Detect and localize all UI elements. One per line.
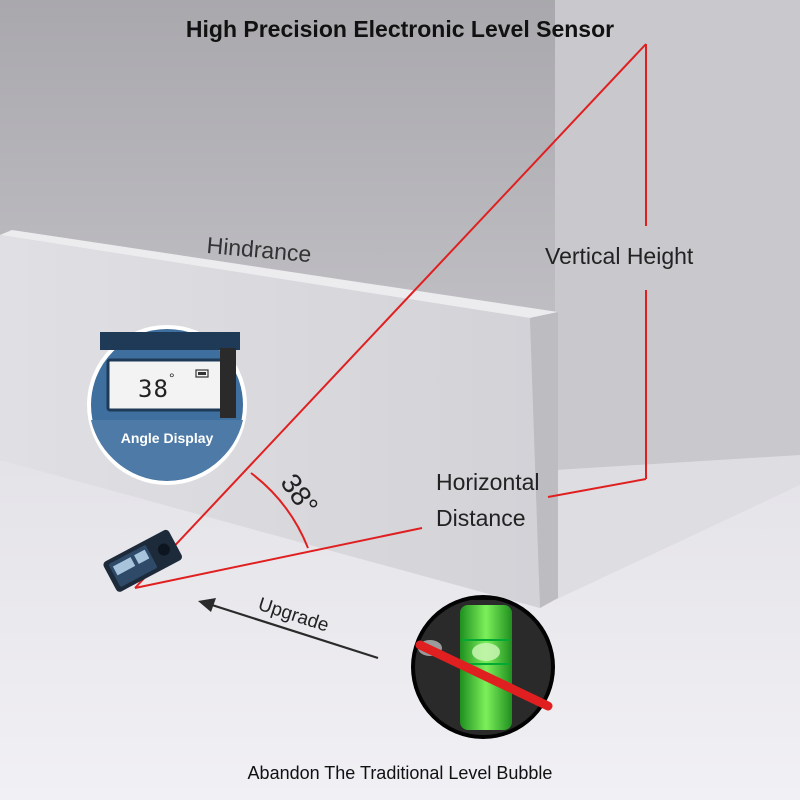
laser-baseline [134,527,423,589]
laser-measure-device [103,529,182,592]
hindrance-wall-top [0,230,558,318]
horizontal-distance-line1: Horizontal [436,469,540,495]
angle-arc [250,472,309,549]
laser-lines [134,43,647,589]
lcd-angle-value: 38 [138,375,169,403]
far-floor [555,455,800,600]
floor [0,460,800,800]
angle-display-inset [87,325,247,485]
horizontal-distance-label: Horizontal Distance [436,464,540,536]
lcd-degree-symbol: ° [169,370,175,386]
bubble-vial [460,605,512,730]
laser-hypotenuse [134,43,647,589]
upgrade-arrow [198,598,379,660]
page-title: High Precision Electronic Level Sensor [185,16,615,42]
abandon-bubble-caption: Abandon The Traditional Level Bubble [247,763,553,783]
hindrance-wall-front [0,235,540,608]
hindrance-wall-side [530,312,558,608]
cross-out-line [415,640,553,711]
laser-horizontal-far [547,478,647,498]
angle-display-label: Angle Display [120,430,214,446]
horizontal-distance-line2: Distance [436,505,526,531]
vertical-height-label: Vertical Height [545,243,694,269]
level-bubble-lens [411,595,555,739]
